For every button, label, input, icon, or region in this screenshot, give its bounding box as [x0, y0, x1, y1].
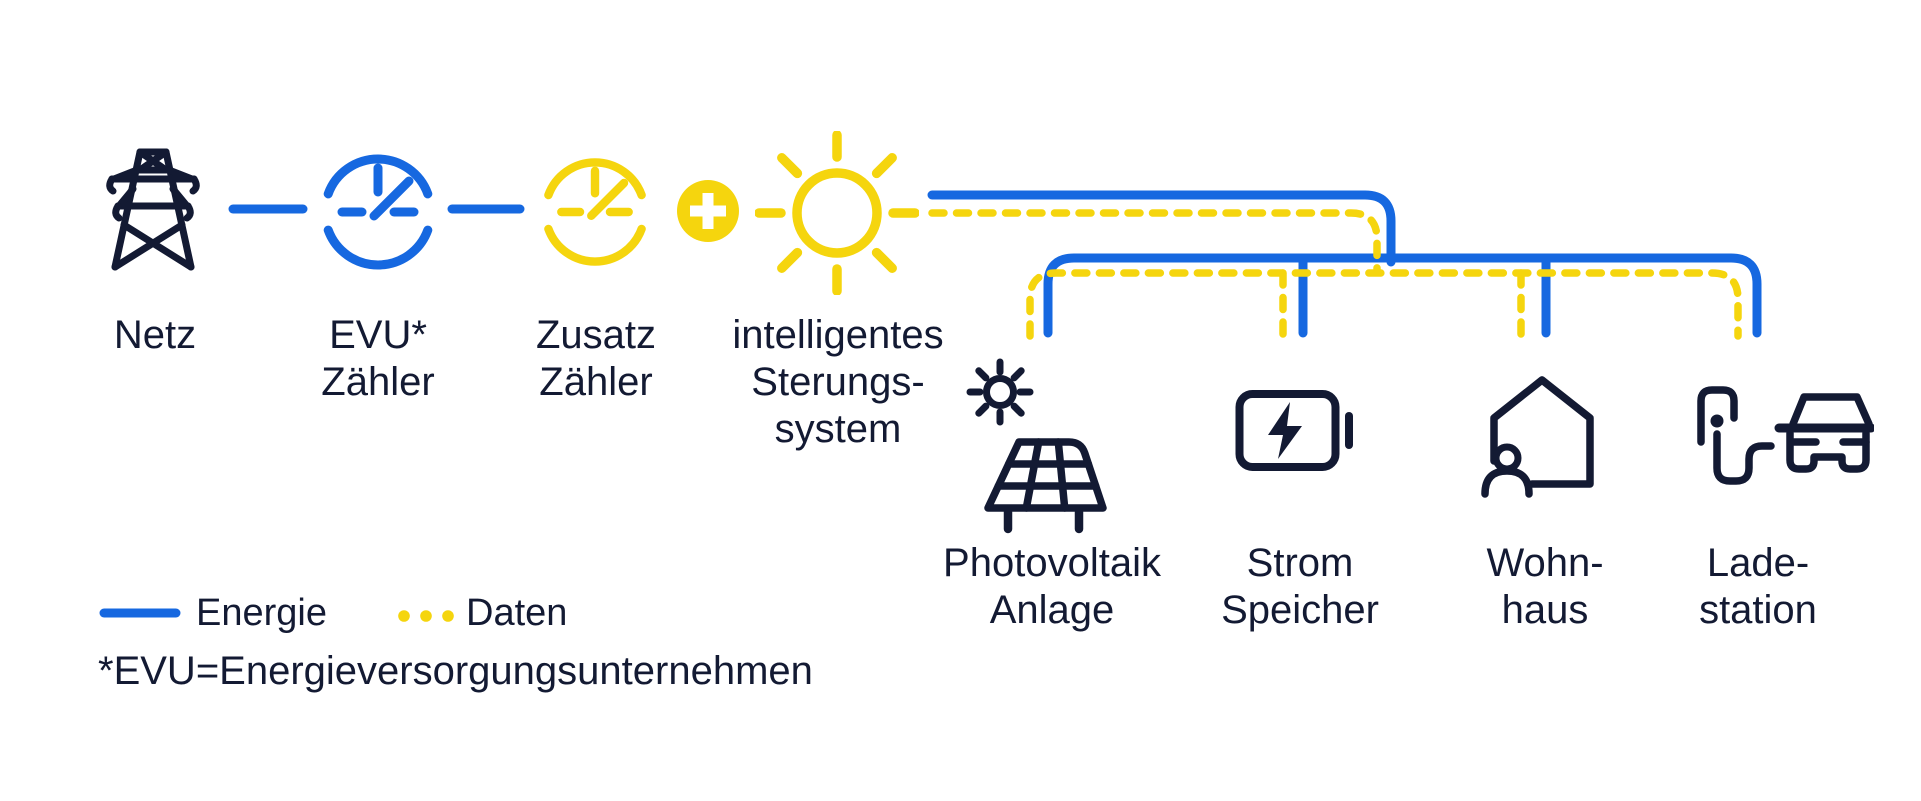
- extra-meter-icon: [537, 154, 653, 270]
- grid-label: Netz: [113, 313, 197, 357]
- legend-energy-label: Energie: [196, 592, 327, 634]
- energy-line-control-feed: [927, 190, 1396, 267]
- house-icon: [1478, 368, 1608, 498]
- power-pylon-icon: [105, 145, 201, 273]
- plus-icon: [677, 180, 739, 242]
- utility-meter-icon: [316, 150, 440, 274]
- charging-label: Lade- station: [1699, 541, 1817, 632]
- extra-meter-label: Zusatz Zähler: [535, 313, 657, 404]
- house-label: Wohn- haus: [1486, 541, 1604, 632]
- legend-data-label: Daten: [466, 592, 568, 634]
- control-system-label: intelligentes Sterungs- system: [732, 313, 944, 451]
- legend-data-swatch: [398, 610, 454, 622]
- data-bus: [1026, 269, 1742, 340]
- sun-control-icon: [755, 131, 919, 295]
- storage-label: Strom Speicher: [1221, 541, 1379, 632]
- pv-label: Photovoltaik Anlage: [943, 541, 1161, 632]
- data-lines: [928, 209, 1742, 340]
- evu-footnote: *EVU=Energieversorgungsunternehmen: [98, 649, 813, 693]
- legend-swatches: [99, 608, 454, 622]
- solar-panel-icon: [960, 342, 1110, 534]
- ev-charging-icon: [1692, 382, 1874, 488]
- evu-meter-label: EVU* Zähler: [321, 313, 435, 404]
- data-line-control-feed: [928, 209, 1381, 275]
- battery-icon: [1235, 388, 1360, 473]
